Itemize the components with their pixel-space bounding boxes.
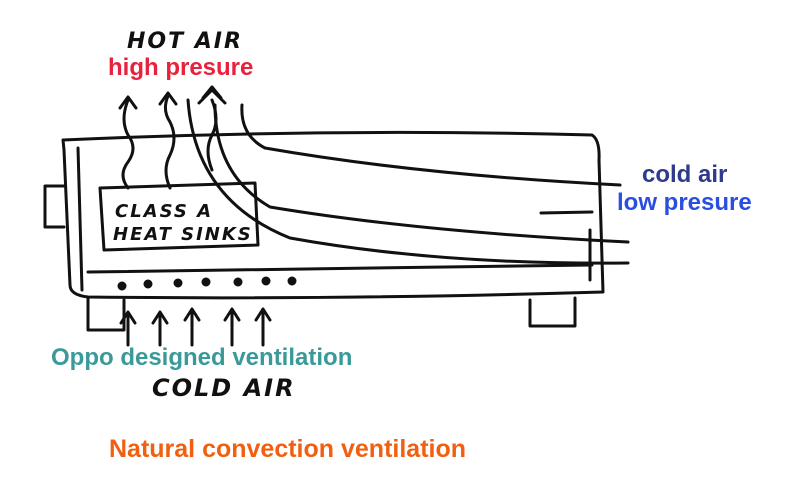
caption: Natural convection ventilation	[109, 435, 467, 463]
chassis-inner-line	[76, 146, 84, 292]
hot-air-arrow-2	[163, 94, 176, 190]
left-foot	[86, 296, 126, 332]
high-pressure-label: high presure	[108, 54, 254, 81]
airflow-line-3	[186, 98, 630, 265]
airflow-line-1	[240, 103, 622, 187]
heat-sinks-box	[98, 181, 260, 252]
right-foot	[528, 296, 577, 328]
oppo-ventilation-label: Oppo designed ventilation	[51, 344, 353, 371]
chassis-bottom-panel	[86, 263, 594, 274]
left-connector	[43, 184, 66, 229]
cold-air-right-label: cold air	[642, 161, 728, 188]
vent-holes	[117, 276, 297, 291]
heat-sinks-label-line1: CLASS A	[115, 201, 214, 222]
heat-sinks-label-line2: HEAT SINKS	[113, 224, 253, 245]
hot-air-label: HOT AIR	[127, 29, 243, 54]
low-pressure-label: low presure	[617, 189, 752, 216]
hot-air-arrow-3	[206, 98, 218, 172]
hot-air-arrow-1	[121, 98, 135, 190]
airflow-line-2	[213, 103, 630, 244]
right-slot	[539, 210, 594, 215]
cold-air-bottom-label: COLD AIR	[152, 374, 296, 402]
